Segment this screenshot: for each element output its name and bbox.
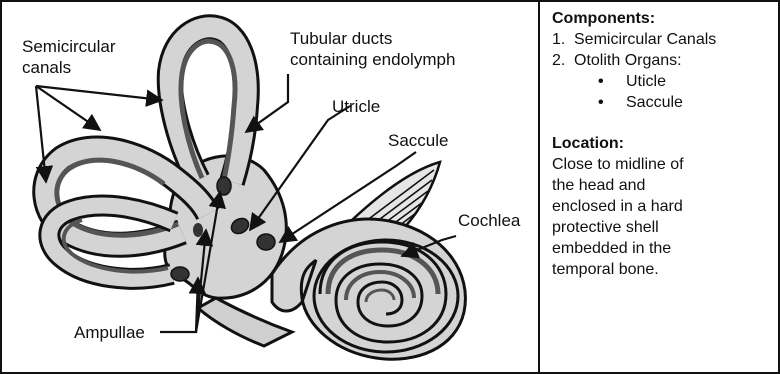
component-number: 1. <box>552 29 574 50</box>
label-tubular-ducts: Tubular ducts containing endolymph <box>290 28 455 70</box>
label-semicircular-canals: Semicircular canals <box>22 36 116 78</box>
component-number: 2. <box>552 50 574 71</box>
otolith-item-text: Saccule <box>626 92 683 113</box>
label-saccule: Saccule <box>388 130 448 151</box>
panel-divider <box>538 0 540 374</box>
inner-ear-diagram: Semicircular canals Tubular ducts contai… <box>2 2 538 372</box>
otolith-item: • Uticle <box>552 71 774 92</box>
label-utricle: Utricle <box>332 96 380 117</box>
components-heading: Components: <box>552 8 774 29</box>
component-item: 1. Semicircular Canals <box>552 29 774 50</box>
bullet-icon: • <box>598 92 626 113</box>
component-text: Otolith Organs: <box>574 50 682 71</box>
location-text: Close to midline of the head and enclose… <box>552 154 774 280</box>
label-ampullae: Ampullae <box>74 322 145 343</box>
component-item: 2. Otolith Organs: <box>552 50 774 71</box>
otolith-item-text: Uticle <box>626 71 666 92</box>
location-heading: Location: <box>552 133 774 154</box>
component-text: Semicircular Canals <box>574 29 716 50</box>
info-panel: Components: 1. Semicircular Canals 2. Ot… <box>552 8 774 280</box>
bullet-icon: • <box>598 71 626 92</box>
otolith-item: • Saccule <box>552 92 774 113</box>
label-cochlea: Cochlea <box>458 210 520 231</box>
cochlea-spiral <box>272 219 465 359</box>
